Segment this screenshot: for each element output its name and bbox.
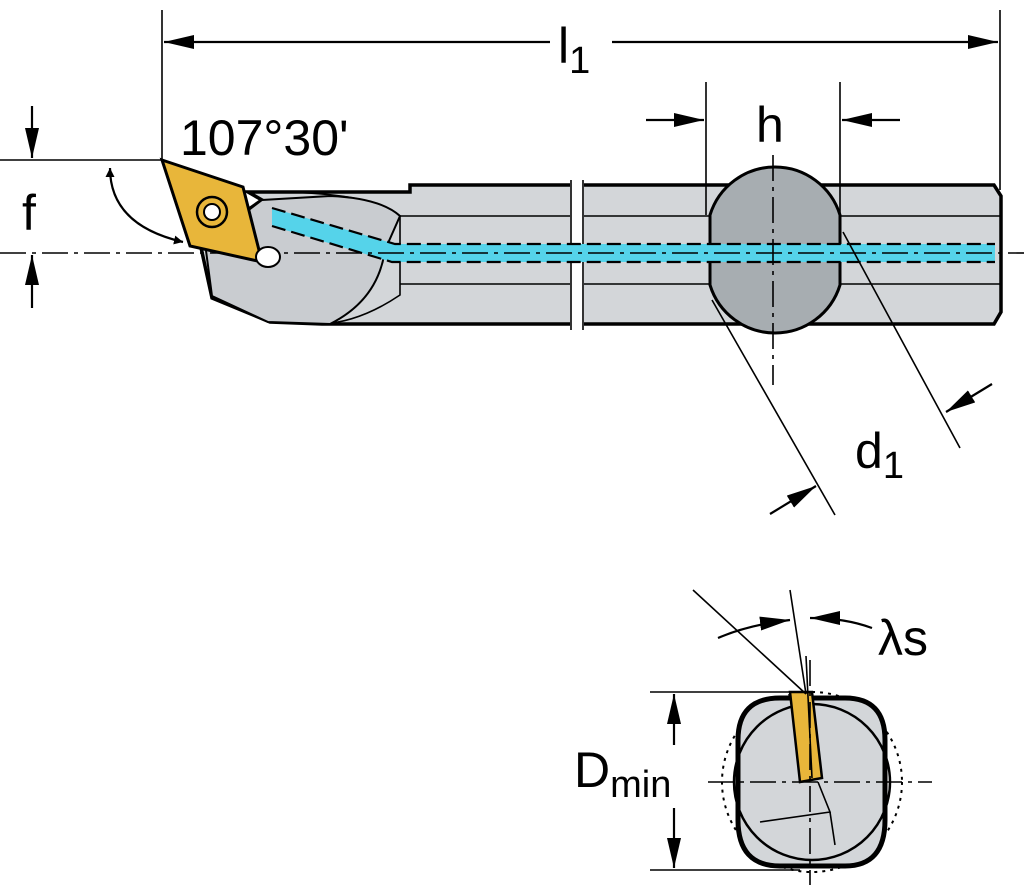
f-label: f [22, 185, 36, 241]
lambda-ref-line [692, 589, 807, 695]
chip-breaker [255, 246, 281, 268]
lambda-insert-line [789, 589, 807, 695]
d1-arrow-left [769, 485, 817, 515]
d1-extension-right [842, 231, 961, 449]
insert-rake-line [805, 655, 813, 779]
lambda-label: λs [878, 610, 928, 666]
l1-label: l1 [558, 18, 590, 82]
lambda-arc-right [809, 611, 873, 630]
side-view [0, 155, 1024, 385]
coolant-edge-top [271, 206, 995, 246]
end-view-facet-2 [829, 811, 836, 846]
insert-screw-inner [203, 203, 221, 221]
d1-extension-left [711, 299, 836, 516]
dmin-label-bg [572, 745, 700, 803]
d1-arrow-right [945, 383, 993, 413]
coolant-edge-bottom [271, 224, 995, 264]
angle-label: 107°30' [180, 110, 349, 166]
d1-label: d1 [855, 423, 904, 487]
angle-arc [105, 167, 184, 245]
coolant-channel [272, 208, 995, 262]
h-label: h [756, 97, 784, 153]
lambda-arc-left [717, 616, 791, 640]
end-view: λs Dmin [572, 589, 932, 885]
dmin-label: Dmin [574, 742, 671, 806]
dimensions: l1 h f 107°30' d1 [0, 10, 1001, 516]
